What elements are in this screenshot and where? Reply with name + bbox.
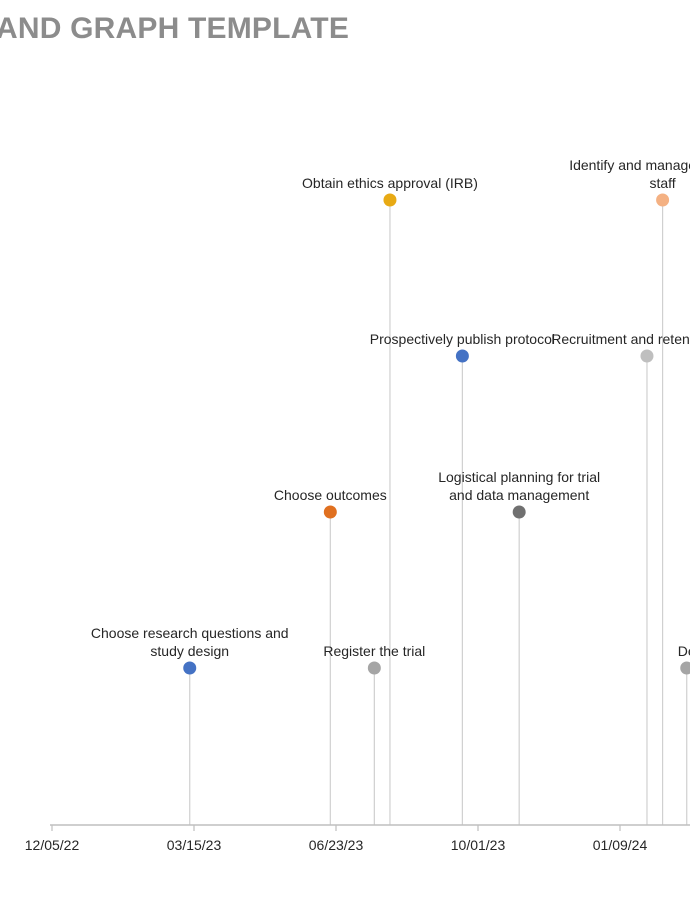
page-title: AND GRAPH TEMPLATE [0,12,350,45]
milestone-marker-de [680,661,690,675]
milestone-marker-register-the-trial [367,661,381,675]
milestone-label-choose-outcomes: Choose outcomes [274,487,387,503]
milestone-marker-logistical-planning-for-trial-and-data-management [512,505,526,519]
tick-label: 06/23/23 [309,837,364,853]
axis-ticks: 12/05/22 03/15/23 06/23/23 10/01/23 01/09/24 [25,825,648,853]
tick-label: 01/09/24 [593,837,648,853]
tick-label: 03/15/23 [167,837,222,853]
milestone-marker-prospectively-publish-protocol [455,349,469,363]
milestone-label-register-the-trial: Register the trial [323,643,425,659]
milestone-marker-identify-and-manage-sites-and-staff [656,193,670,207]
milestone-label-identify-and-manage-sites-and-staff: Identify and manage sites andstaff [569,157,690,191]
milestone-marker-choose-outcomes [323,505,337,519]
stem-lines [189,200,688,825]
milestone-marker-obtain-ethics-approval-irb [383,193,397,207]
tick-label: 12/05/22 [25,837,80,853]
milestone-marker-choose-research-questions-and-study-design [183,661,197,675]
milestone-label-obtain-ethics-approval-irb: Obtain ethics approval (IRB) [302,175,478,191]
milestone-markers [183,193,690,675]
tick-label: 10/01/23 [451,837,506,853]
milestone-label-de: De [678,643,690,659]
milestone-marker-recruitment-and-retention-plan [640,349,654,363]
milestone-label-prospectively-publish-protocol: Prospectively publish protocol [370,331,555,347]
milestone-label-recruitment-and-retention-plan: Recruitment and retention plan [551,331,690,347]
